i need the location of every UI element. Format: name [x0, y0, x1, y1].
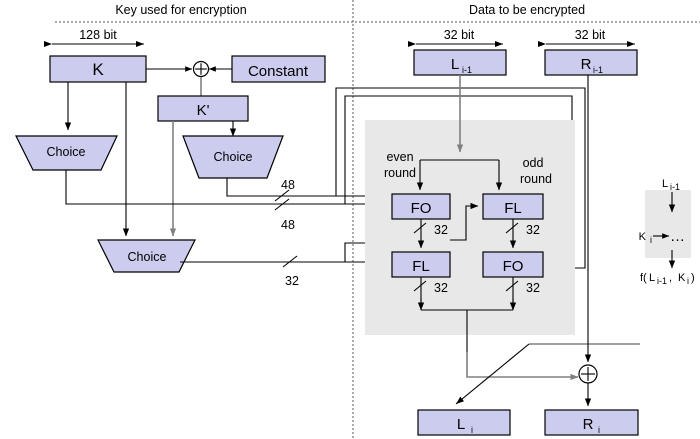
output-box-left-subscript: i — [471, 425, 473, 435]
legend-body-dots: … — [670, 228, 686, 245]
bus-slash-32-key — [282, 255, 298, 268]
legend-output-prefix: f( — [640, 272, 647, 284]
output-box-right[interactable] — [544, 409, 639, 436]
function-block-fl-top-right[interactable] — [482, 193, 544, 220]
legend-input-subscript: i-1 — [670, 182, 680, 192]
dimension-label-32bit-left: 32 bit — [444, 28, 475, 42]
output-box-left[interactable] — [417, 409, 511, 436]
legend-key-label: K — [639, 231, 647, 243]
section-title-right: Data to be encrypted — [469, 3, 585, 17]
legend-panel — [645, 190, 691, 258]
label-odd-round-line1: odd — [523, 156, 544, 170]
choice-box-1[interactable]: Choice — [15, 135, 118, 171]
dimension-label-32bit-right: 32 bit — [575, 28, 606, 42]
key-box-k-label: K — [92, 60, 104, 79]
function-block-fo-top-left-label: FO — [411, 200, 432, 217]
function-block-fl-top-right-label: FL — [504, 200, 522, 217]
bus-slash-32-c — [413, 280, 427, 292]
legend-input-label: L — [662, 178, 668, 190]
bus-label-48-lower: 48 — [281, 218, 295, 232]
bus-slash-48-upper — [274, 189, 290, 202]
bus-slash-32-a — [413, 222, 427, 234]
wire-choice1-to-fo — [65, 170, 396, 208]
input-box-left[interactable] — [413, 49, 507, 76]
choice-box-3[interactable]: Choice — [97, 239, 196, 273]
output-box-left-label: L — [457, 416, 465, 433]
legend-output-l-subscript: i-1 — [657, 276, 667, 286]
legend-output-suffix: ) — [691, 272, 695, 284]
label-even-round-line2: round — [384, 166, 416, 180]
legend-output-separator: , — [669, 272, 672, 284]
xor-node-key — [192, 60, 210, 78]
bus-label-32-key: 32 — [285, 274, 299, 288]
dimension-label-128bit: 128 bit — [79, 28, 117, 42]
round-function-panel — [365, 120, 575, 335]
choice-box-2[interactable]: Choice — [182, 135, 284, 179]
output-box-right-label: R — [583, 416, 594, 433]
choice-box-3-label: Choice — [128, 250, 167, 264]
legend-output-k: K — [678, 272, 686, 284]
function-block-fl-bottom-left[interactable] — [391, 251, 451, 278]
wire-key-route-branch — [344, 242, 368, 262]
constant-box[interactable] — [231, 55, 326, 83]
kprime-box-label: K' — [197, 102, 210, 119]
wire-cross-to-output-left — [455, 343, 530, 405]
bus-label-32-b: 32 — [526, 223, 540, 237]
function-block-fo-bottom-right[interactable] — [482, 251, 544, 278]
bus-label-32-a: 32 — [434, 223, 448, 237]
choice-box-2-label: Choice — [214, 150, 253, 164]
bus-label-32-c: 32 — [434, 281, 448, 295]
bus-slash-32-d — [505, 280, 519, 292]
output-box-right-subscript: i — [598, 425, 600, 435]
label-even-round-line1: even — [386, 150, 413, 164]
legend-group: L i-1 K i … f( L i-1 , K i ) — [639, 178, 695, 286]
wire-f-output-to-xor — [466, 352, 579, 381]
bus-slash-48-lower — [274, 198, 290, 211]
bus-label-32-d: 32 — [526, 281, 540, 295]
bus-slash-32-b — [505, 222, 519, 234]
choice-box-1-label: Choice — [47, 145, 86, 159]
input-box-right-subscript: i-1 — [593, 65, 603, 75]
section-title-left: Key used for encryption — [115, 3, 246, 17]
function-block-fo-bottom-right-label: FO — [503, 258, 524, 275]
input-box-left-label: L — [451, 56, 459, 73]
input-box-left-subscript: i-1 — [462, 65, 472, 75]
label-odd-round-line2: round — [520, 172, 552, 186]
xor-node-data — [578, 364, 598, 384]
input-box-right[interactable] — [544, 49, 638, 76]
legend-output-l: L — [649, 272, 655, 284]
constant-box-label: Constant — [248, 63, 309, 80]
bus-label-48-upper: 48 — [281, 178, 295, 192]
wire-choice2-to-fo — [226, 178, 396, 200]
kprime-box[interactable] — [157, 95, 249, 122]
wire-fo-to-fl-cross — [450, 202, 479, 241]
legend-key-subscript: i — [650, 235, 652, 245]
legend-output-k-subscript: i — [687, 276, 689, 286]
input-box-right-label: R — [581, 56, 592, 73]
function-block-fl-bottom-left-label: FL — [412, 258, 430, 275]
